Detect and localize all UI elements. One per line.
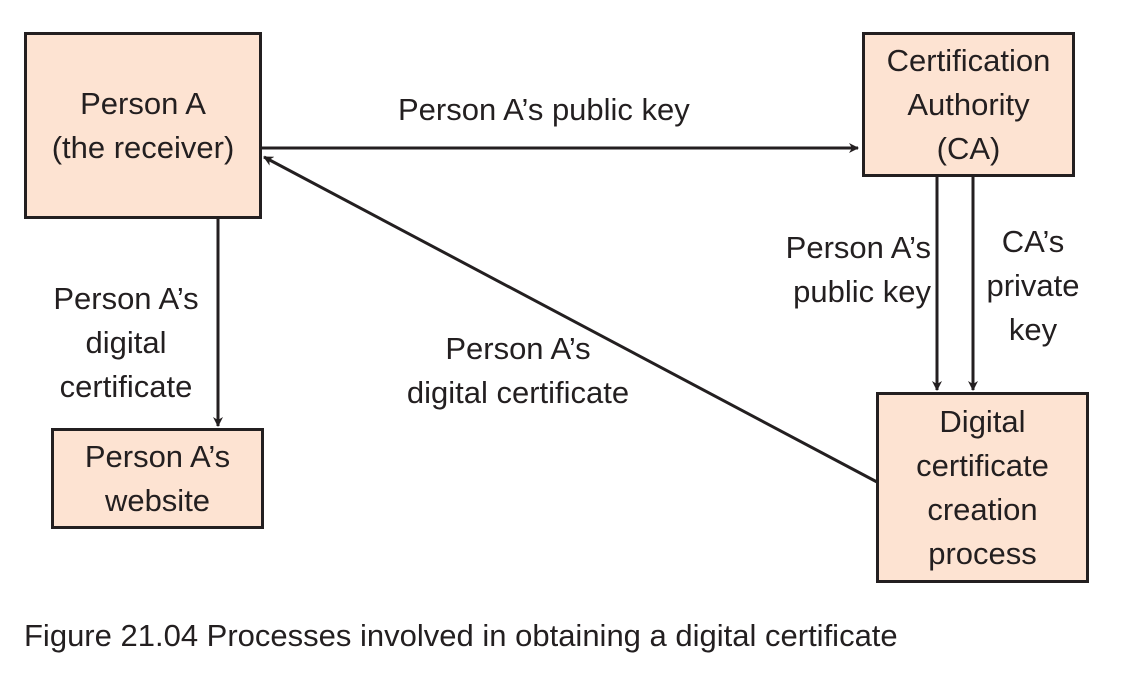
edge-label-line: CA’s: [1001, 224, 1065, 259]
node-creation-line: creation: [927, 491, 1038, 527]
edge-label-line: certificate: [59, 369, 193, 404]
node-website: Person A’s website: [51, 428, 264, 529]
node-website-line: website: [104, 482, 211, 518]
edge-label-line: Person A’s: [53, 281, 199, 316]
edge-label-line: key: [1008, 312, 1058, 347]
node-certification-authority: Certification Authority (CA): [862, 32, 1075, 177]
node-creation-line: process: [928, 535, 1037, 571]
node-person-a-line: (the receiver): [51, 129, 235, 165]
node-website-line: Person A’s: [84, 438, 231, 474]
edge-label-line: Person A’s: [445, 331, 591, 366]
figure-caption: Figure 21.04 Processes involved in obtai…: [24, 618, 898, 653]
node-person-a: Person A (the receiver): [24, 32, 262, 219]
edge-label-line: public key: [793, 274, 931, 309]
edge-label-ca-pubkey: Person A’s public key: [786, 226, 931, 314]
edge-label-line: Person A’s public key: [398, 92, 690, 127]
edge-label-line: private: [986, 268, 1080, 303]
edge-label-line: digital: [85, 325, 167, 360]
node-ca-line: (CA): [936, 130, 1001, 166]
node-ca-line: Certification: [886, 42, 1051, 78]
edge-label-person-to-website: Person A’s digital certificate: [40, 277, 212, 409]
arrow-creation-to-person: [263, 155, 878, 484]
edge-label-line: Person A’s: [785, 230, 931, 265]
node-certificate-creation: Digital certificate creation process: [876, 392, 1089, 583]
node-creation-line: Digital: [939, 403, 1026, 439]
edge-label-ca-privkey: CA’s private key: [978, 220, 1088, 352]
edge-label-person-to-ca: Person A’s public key: [398, 88, 690, 132]
node-creation-line: certificate: [916, 447, 1049, 483]
edge-label-line: digital certificate: [406, 375, 630, 410]
edge-label-creation-to-person: Person A’s digital certificate: [388, 327, 648, 415]
node-ca-line: Authority: [907, 86, 1030, 122]
node-person-a-line: Person A: [80, 85, 206, 121]
